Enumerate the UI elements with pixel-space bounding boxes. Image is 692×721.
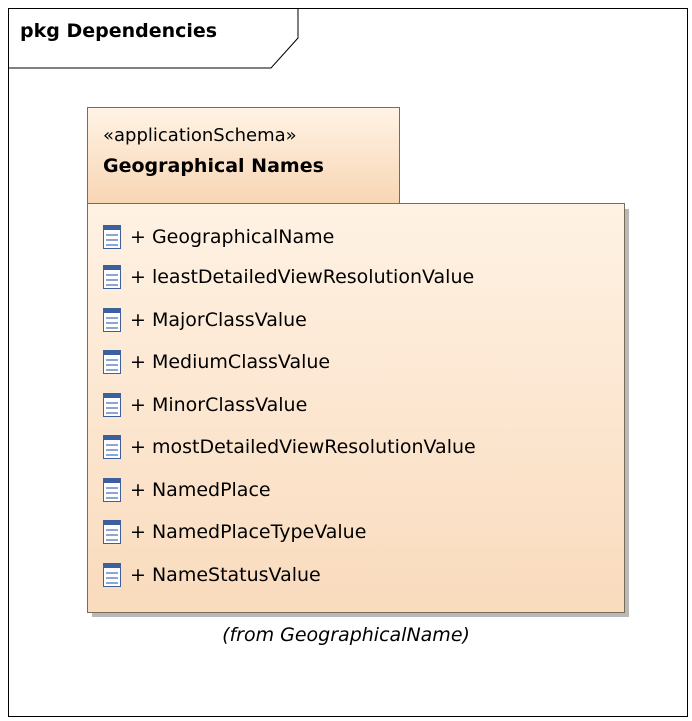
- class-icon: [103, 393, 121, 417]
- package-body[interactable]: [87, 203, 625, 613]
- item-label: + MediumClassValue: [130, 351, 331, 373]
- package-shadow-right: [625, 209, 629, 617]
- package-item[interactable]: + NamedPlaceTypeValue: [103, 517, 366, 547]
- package-tab[interactable]: «applicationSchema» Geographical Names: [87, 107, 400, 204]
- class-icon: [103, 435, 121, 459]
- package-item[interactable]: + MediumClassValue: [103, 347, 330, 377]
- frame-name-tab: [9, 9, 299, 69]
- package-item[interactable]: + NameStatusValue: [103, 560, 321, 590]
- package-stereotype: «applicationSchema»: [103, 125, 297, 146]
- item-label: + leastDetailedViewResolutionValue: [130, 266, 475, 288]
- package-shadow-bottom: [92, 613, 629, 617]
- package-name: Geographical Names: [103, 155, 324, 177]
- class-icon: [103, 225, 121, 249]
- package-item[interactable]: + MinorClassValue: [103, 390, 307, 420]
- class-icon: [103, 350, 121, 374]
- package-item[interactable]: + mostDetailedViewResolutionValue: [103, 432, 476, 462]
- item-label: + NameStatusValue: [130, 564, 321, 586]
- package-item[interactable]: + leastDetailedViewResolutionValue: [103, 262, 474, 292]
- item-label: + MajorClassValue: [130, 309, 307, 331]
- item-label: + mostDetailedViewResolutionValue: [130, 436, 476, 458]
- package-item[interactable]: + MajorClassValue: [103, 305, 307, 335]
- item-label: + GeographicalName: [130, 226, 335, 248]
- class-icon: [103, 308, 121, 332]
- item-label: + NamedPlace: [130, 479, 271, 501]
- item-label: + NamedPlaceTypeValue: [130, 521, 367, 543]
- source-package-note: (from GeographicalName): [222, 624, 470, 646]
- package-item[interactable]: + GeographicalName: [103, 222, 334, 252]
- class-icon: [103, 478, 121, 502]
- item-label: + MinorClassValue: [130, 394, 308, 416]
- class-icon: [103, 563, 121, 587]
- diagram-title: pkg Dependencies: [20, 20, 218, 42]
- package-item[interactable]: + NamedPlace: [103, 475, 271, 505]
- class-icon: [103, 265, 121, 289]
- class-icon: [103, 520, 121, 544]
